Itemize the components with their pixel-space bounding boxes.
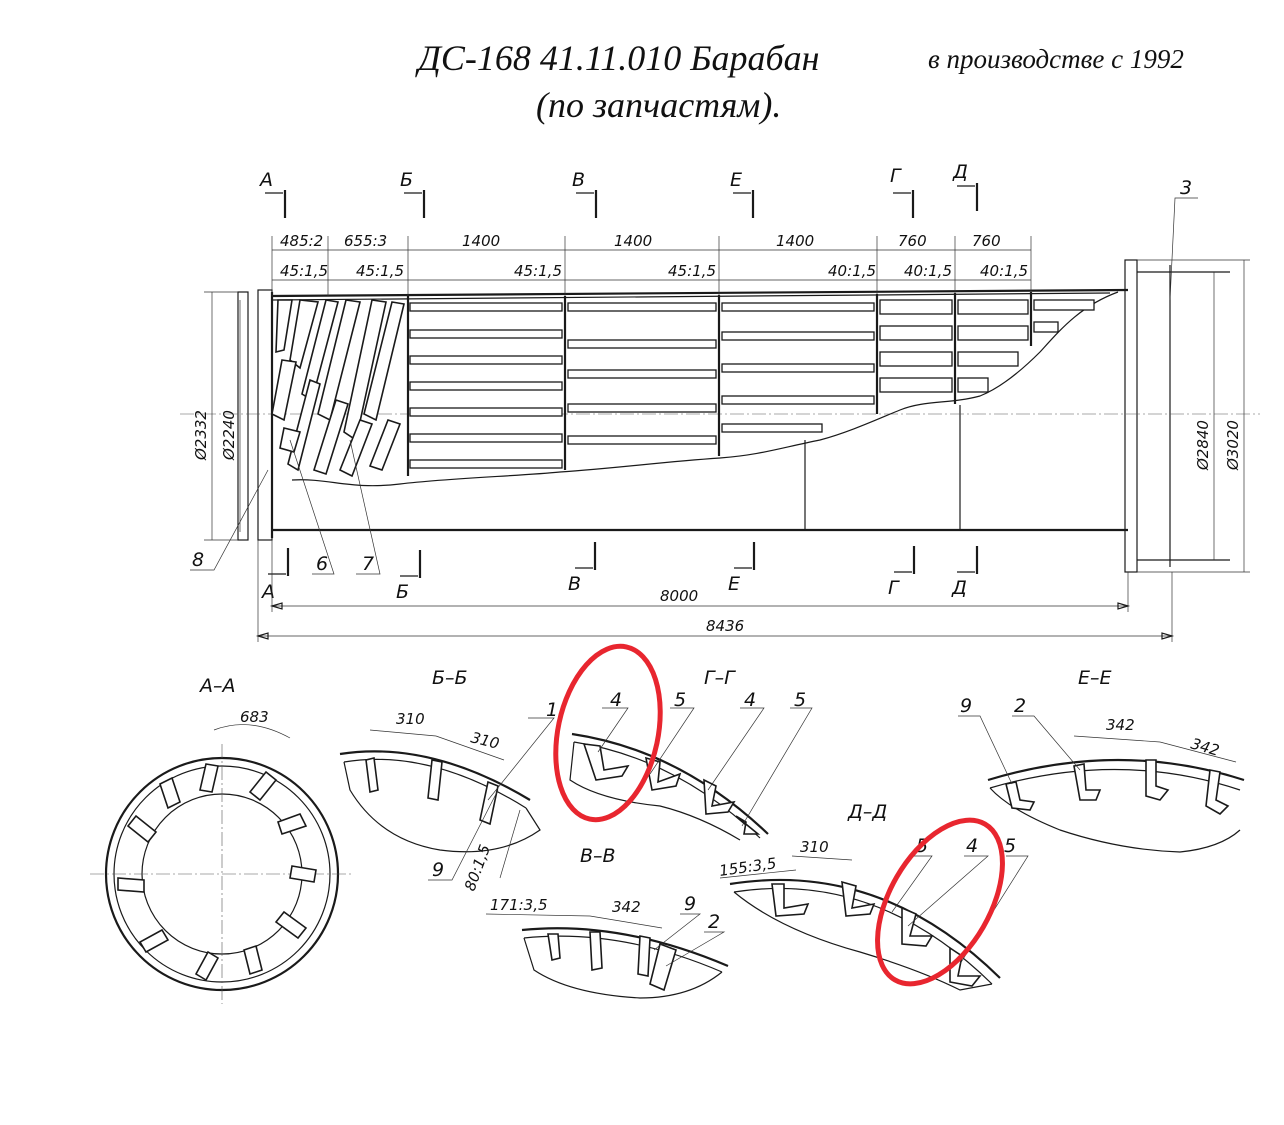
section-mark-b-bottom: Б — [396, 581, 409, 603]
view-title-ee: Е–Е — [1078, 667, 1112, 689]
part-label-4-gg-b: 4 — [744, 689, 756, 711]
view-ee: Е–Е 342 342 9 2 — [958, 667, 1245, 853]
part-label-9-bb: 9 — [432, 859, 444, 881]
view-title-aa: А–А — [198, 675, 236, 697]
highlight-ellipse-dd — [875, 817, 1005, 987]
part-leaders-main: 3 8 6 7 — [190, 177, 1198, 575]
dim-d2332: Ø2332 — [192, 410, 210, 461]
section-markers-top: А Б В Е Г Д — [258, 161, 979, 218]
section-mark-a-top: А — [258, 169, 273, 191]
section-mark-b-top: Б — [400, 169, 413, 191]
section-mark-v-top: В — [572, 169, 585, 191]
dim-bb-80: 80:1,5 — [461, 842, 494, 893]
section-mark-v-bottom: В — [568, 573, 581, 595]
dim-d2240: Ø2240 — [220, 410, 238, 461]
drawing-subtitle: (по запчастям). — [536, 85, 781, 125]
dim-vv-171: 171:3,5 — [490, 896, 548, 914]
dim-45-a: 45:1,5 — [280, 262, 328, 280]
dim-aa-683: 683 — [240, 708, 269, 726]
view-gg: Г–Г 4 5 4 5 — [553, 643, 813, 841]
dim-45-d: 45:1,5 — [668, 262, 716, 280]
view-bb: Б–Б 310 310 9 80:1,5 1 — [339, 667, 558, 893]
dim-8000: 8000 — [660, 587, 698, 605]
section-mark-d-top: Д — [952, 161, 968, 183]
spiral-blades — [271, 299, 405, 478]
dim-485: 485:2 — [280, 232, 323, 250]
drum-main-view — [180, 259, 1260, 573]
dim-655: 655:3 — [344, 232, 387, 250]
part-label-7: 7 — [362, 553, 374, 575]
section-markers-bottom: А Б В Е Г Д — [260, 542, 979, 603]
lifter-bars-zone-3 — [721, 302, 875, 433]
part-label-5-dd-b: 5 — [1004, 835, 1016, 857]
diameter-dims-left: Ø2332 Ø2240 — [192, 291, 241, 541]
dim-1400-b: 1400 — [614, 232, 652, 250]
dim-45-c: 45:1,5 — [514, 262, 562, 280]
section-mark-e-bottom: Е — [728, 573, 740, 595]
part-label-2-vv: 2 — [708, 911, 720, 933]
section-mark-a-bottom: А — [260, 581, 275, 603]
part-label-6: 6 — [316, 553, 328, 575]
dim-40-a: 40:1,5 — [828, 262, 876, 280]
part-label-9-ee: 9 — [960, 695, 972, 717]
lifter-bars-zone-2 — [567, 302, 717, 445]
dim-1400-c: 1400 — [776, 232, 814, 250]
dim-dd-310: 310 — [800, 838, 829, 856]
dim-45-b: 45:1,5 — [356, 262, 404, 280]
part-label-1: 1 — [546, 699, 558, 721]
dim-760-b: 760 — [972, 232, 1001, 250]
part-label-5-gg-b: 5 — [794, 689, 806, 711]
dim-40-b: 40:1,5 — [904, 262, 952, 280]
production-note: в производстве с 1992 — [928, 44, 1184, 74]
part-label-2-ee: 2 — [1014, 695, 1026, 717]
dim-bb-310-a: 310 — [396, 710, 425, 728]
part-label-8: 8 — [192, 549, 204, 571]
section-mark-g-bottom: Г — [888, 577, 900, 599]
dim-dd-155: 155:3,5 — [718, 854, 777, 880]
cell-blocks-zone-4 — [879, 299, 1095, 393]
dim-760-a: 760 — [898, 232, 927, 250]
part-label-9-vv: 9 — [684, 893, 696, 915]
highlight-ellipse-gg — [553, 643, 663, 823]
view-aa: А–А 683 — [90, 675, 354, 1004]
view-title-vv: В–В — [580, 845, 616, 867]
view-title-gg: Г–Г — [704, 667, 736, 689]
dim-ee-342-a: 342 — [1106, 716, 1135, 734]
part-label-5-gg-a: 5 — [674, 689, 686, 711]
drawing-title: ДС-168 41.11.010 Барабан — [415, 38, 819, 78]
diameter-dims-right: Ø2840 Ø3020 — [1137, 259, 1250, 573]
dim-vv-342: 342 — [612, 898, 641, 916]
part-label-4-dd: 4 — [966, 835, 978, 857]
overall-dims: 8000 8436 — [255, 540, 1175, 642]
dim-1400-a: 1400 — [462, 232, 500, 250]
part-label-3: 3 — [1180, 177, 1192, 199]
section-mark-g-top: Г — [890, 165, 902, 187]
dim-8436: 8436 — [706, 617, 744, 635]
dim-d2840: Ø2840 — [1194, 420, 1212, 471]
part-label-4-gg: 4 — [610, 689, 622, 711]
view-vv: В–В 171:3,5 342 9 2 — [485, 845, 729, 999]
dim-d3020: Ø3020 — [1224, 420, 1242, 471]
section-mark-d-bottom: Д — [951, 577, 967, 599]
dim-40-c: 40:1,5 — [980, 262, 1028, 280]
dim-ee-342-b: 342 — [1189, 735, 1221, 760]
top-dimension-chain: 485:2 655:3 1400 1400 1400 760 760 45:1,… — [271, 232, 1032, 296]
lifter-bars-zone-1 — [409, 302, 563, 469]
view-title-dd: Д–Д — [847, 801, 887, 823]
view-title-bb: Б–Б — [432, 667, 468, 689]
section-mark-e-top: Е — [730, 169, 742, 191]
